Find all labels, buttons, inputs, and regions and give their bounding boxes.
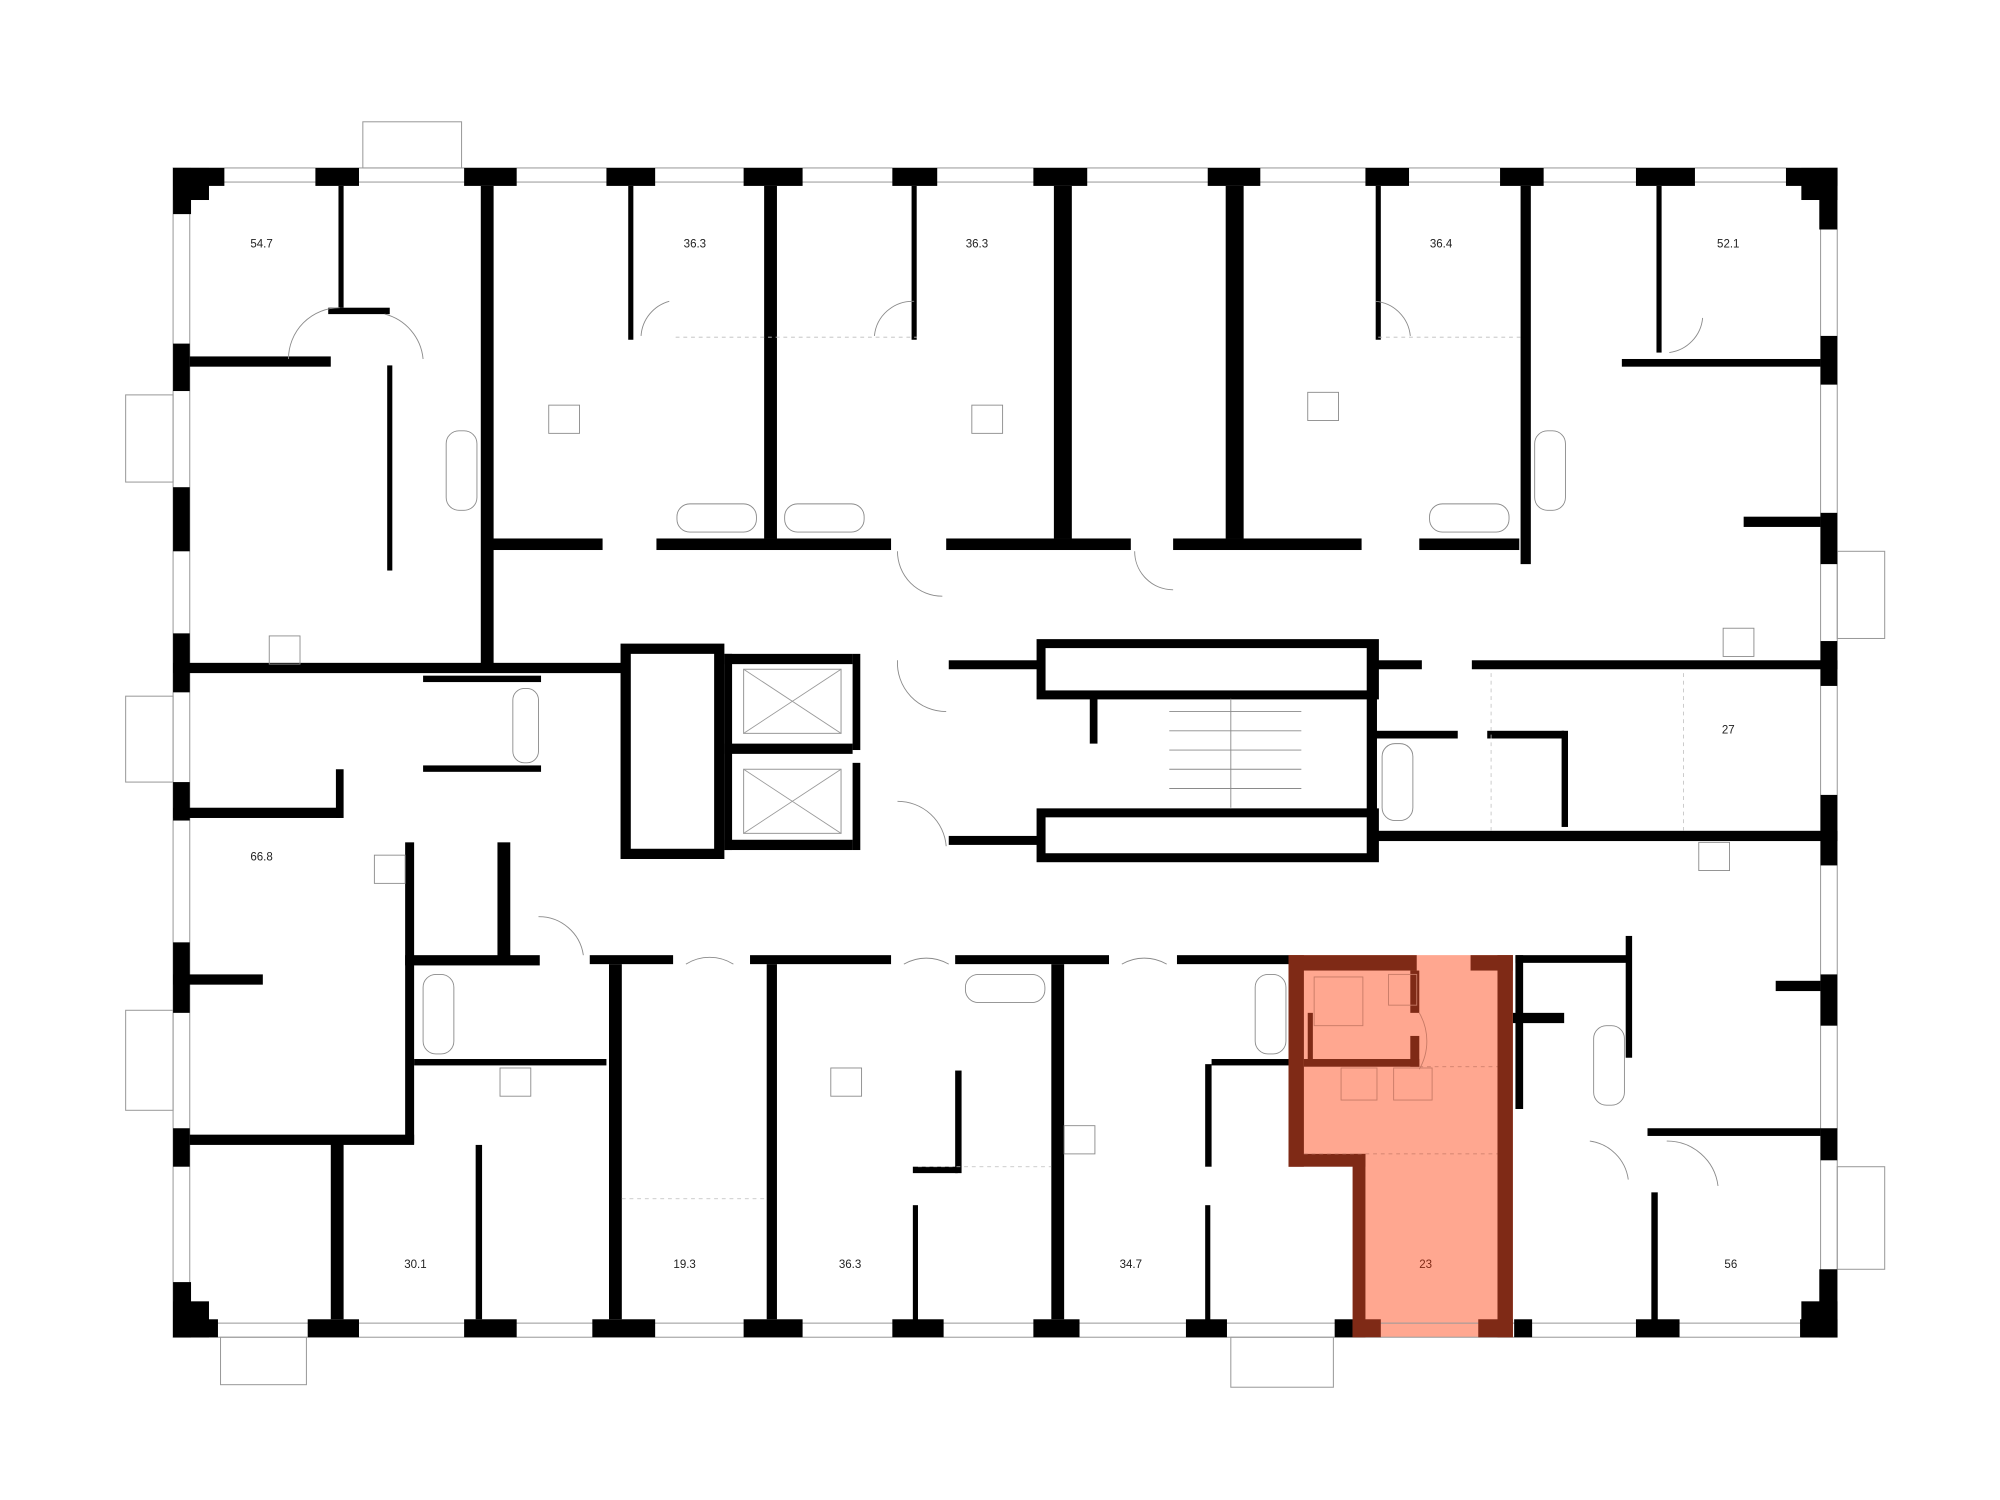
selected-apartment-23[interactable] — [1288, 955, 1513, 1338]
fixtures — [268, 300, 1755, 1186]
apartment-area-label[interactable]: 56 — [1724, 1259, 1737, 1271]
apartment-area-label[interactable]: 54.7 — [250, 238, 272, 250]
apartment-area-label[interactable]: 30.1 — [404, 1259, 426, 1271]
apartment-area-label[interactable]: 36.3 — [684, 238, 706, 250]
apartment-area-label[interactable]: 27 — [1722, 724, 1735, 736]
walls — [173, 167, 1838, 1338]
building-envelope — [125, 121, 1886, 1388]
apartment-area-label[interactable]: 52.1 — [1717, 238, 1739, 250]
apartment-area-label[interactable]: 36.3 — [839, 1259, 861, 1271]
apartment-area-label[interactable]: 36.3 — [966, 238, 988, 250]
apartment-area-label[interactable]: 34.7 — [1120, 1259, 1142, 1271]
apartment-area-label[interactable]: 19.3 — [673, 1259, 695, 1271]
dashed-zone-lines — [621, 336, 1684, 1200]
area-labels: 54.7 36.3 36.3 36.4 52.1 27 66.8 30.1 19… — [250, 238, 1739, 1271]
selected-apartment-walls — [1288, 955, 1513, 1338]
apartment-area-label[interactable]: 66.8 — [250, 851, 272, 863]
selected-apartment-area-label[interactable]: 23 — [1419, 1259, 1432, 1271]
apartment-area-label[interactable]: 36.4 — [1430, 238, 1453, 250]
